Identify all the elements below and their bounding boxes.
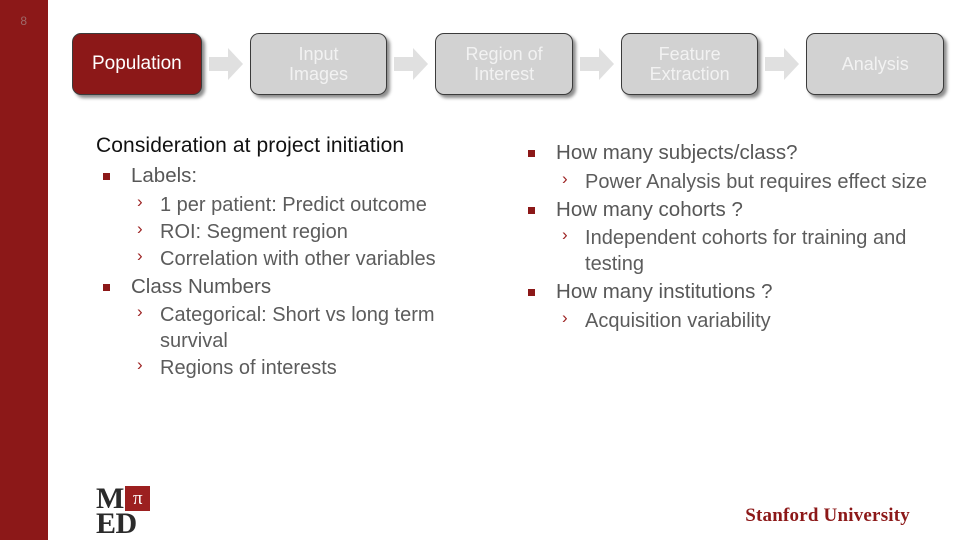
- medpi-logo-letters-ed: ED: [96, 507, 137, 540]
- flow-step-label: Population: [91, 53, 182, 75]
- bullet-level1-text: How many institutions ?: [556, 280, 773, 304]
- bullet-level2-text: ROI: Segment region: [160, 220, 348, 243]
- bullet-level1: How many subjects/class? › Power Analysis …: [521, 140, 940, 195]
- chevron-bullet-icon: ›: [137, 245, 143, 265]
- bullet-level2: › Acquisition variability: [556, 308, 940, 334]
- medpi-logo-bottom-row: ED: [96, 507, 160, 540]
- flow-arrow-icon: [208, 48, 243, 80]
- bullet-level2: › ROI: Segment region: [131, 219, 499, 245]
- bullet-level2: › Power Analysis but requires effect size: [556, 169, 940, 195]
- bullet-level1: How many cohorts ? › Independent cohorts f…: [521, 197, 940, 278]
- content-columns: Consideration at project initiation Labe…: [96, 134, 940, 454]
- page-title: Consideration at project initiation: [96, 134, 405, 157]
- flow-step-region-of-interest[interactable]: Region of Interest: [435, 33, 573, 95]
- bullet-sublist: › Acquisition variability: [556, 308, 940, 334]
- left-bullet-list: Labels: › 1 per patient: Predict outcome › R…: [96, 163, 499, 381]
- bullet-level1-text: How many cohorts ?: [556, 197, 743, 221]
- flow-step-label: Input Images: [288, 43, 349, 84]
- flow-step-population[interactable]: Population: [72, 33, 202, 95]
- medpi-logo-letter-m: M: [96, 482, 125, 515]
- bullet-sublist: › Power Analysis but requires effect size: [556, 169, 940, 195]
- flow-arrow-icon: [579, 48, 614, 80]
- square-bullet-icon: [103, 283, 110, 291]
- square-bullet-icon: [103, 173, 110, 180]
- flow-step-label: Feature Extraction: [649, 43, 730, 84]
- bullet-level2-text: 1 per patient: Predict outcome: [160, 193, 427, 216]
- bullet-level1: Class Numbers › Categorical: Short vs long…: [96, 274, 499, 382]
- flow-step-label: Analysis: [841, 53, 909, 74]
- bullet-level1-text: How many subjects/class?: [556, 141, 798, 164]
- chevron-bullet-icon: ›: [137, 355, 143, 375]
- right-column: How many subjects/class? › Power Analysis …: [521, 134, 940, 454]
- medpi-logo: M π ED: [96, 482, 160, 540]
- bullet-level2: › Independent cohorts for training and te…: [556, 225, 940, 277]
- bullet-sublist: › 1 per patient: Predict outcome › ROI: Seg…: [131, 192, 499, 272]
- bullet-level2-text: Categorical: Short vs long term survival: [160, 304, 435, 353]
- chevron-bullet-icon: ›: [137, 191, 143, 211]
- bullet-level2-text: Correlation with other variables: [160, 247, 436, 270]
- bullet-level2-text: Independent cohorts for training and tes…: [585, 227, 907, 276]
- chevron-bullet-icon: ›: [562, 225, 568, 245]
- chevron-bullet-icon: ›: [562, 307, 568, 327]
- bullet-level2: › 1 per patient: Predict outcome: [131, 192, 499, 218]
- bullet-level2: › Categorical: Short vs long term surviva…: [131, 302, 499, 354]
- bullet-level1-text: Class Numbers: [131, 274, 272, 298]
- sidebar-accent-bar: [0, 0, 48, 540]
- bullet-level2-text: Regions of interests: [160, 357, 337, 380]
- page-number: 8: [20, 14, 28, 28]
- bullet-level2: › Regions of interests: [131, 355, 499, 381]
- left-column: Consideration at project initiation Labe…: [96, 134, 499, 454]
- chevron-bullet-icon: ›: [137, 302, 143, 322]
- flow-step-input-images[interactable]: Input Images: [249, 33, 388, 95]
- stanford-university-logo: Stanford University: [745, 505, 910, 526]
- process-flow-diagram: Population Input Images Region of Interest…: [72, 30, 945, 98]
- square-bullet-icon: [528, 206, 536, 214]
- square-bullet-icon: [528, 289, 536, 297]
- bullet-level1-text: Labels:: [131, 164, 198, 187]
- bullet-level2-text: Acquisition variability: [585, 309, 771, 332]
- bullet-level1: Labels: › 1 per patient: Predict outcome › R…: [96, 163, 499, 272]
- medpi-logo-top-row: M π: [96, 482, 160, 515]
- flow-step-feature-extraction[interactable]: Feature Extraction: [620, 33, 759, 95]
- flow-step-analysis[interactable]: Analysis: [806, 33, 945, 95]
- bullet-level2: › Correlation with other variables: [131, 246, 499, 272]
- flow-arrow-icon: [765, 48, 800, 80]
- chevron-bullet-icon: ›: [137, 218, 143, 238]
- bullet-sublist: › Categorical: Short vs long term surviva…: [131, 302, 499, 381]
- flow-step-label: Region of Interest: [465, 43, 543, 84]
- bullet-sublist: › Independent cohorts for training and te…: [556, 225, 940, 277]
- bullet-level1: How many institutions ? › Acquisition vari…: [521, 279, 940, 334]
- right-bullet-list: How many subjects/class? › Power Analysis …: [521, 140, 940, 334]
- flow-arrow-icon: [394, 48, 429, 80]
- chevron-bullet-icon: ›: [562, 168, 568, 188]
- square-bullet-icon: [528, 150, 536, 157]
- medpi-logo-pi-icon: π: [125, 486, 151, 511]
- bullet-level2-text: Power Analysis but requires effect size: [585, 170, 928, 193]
